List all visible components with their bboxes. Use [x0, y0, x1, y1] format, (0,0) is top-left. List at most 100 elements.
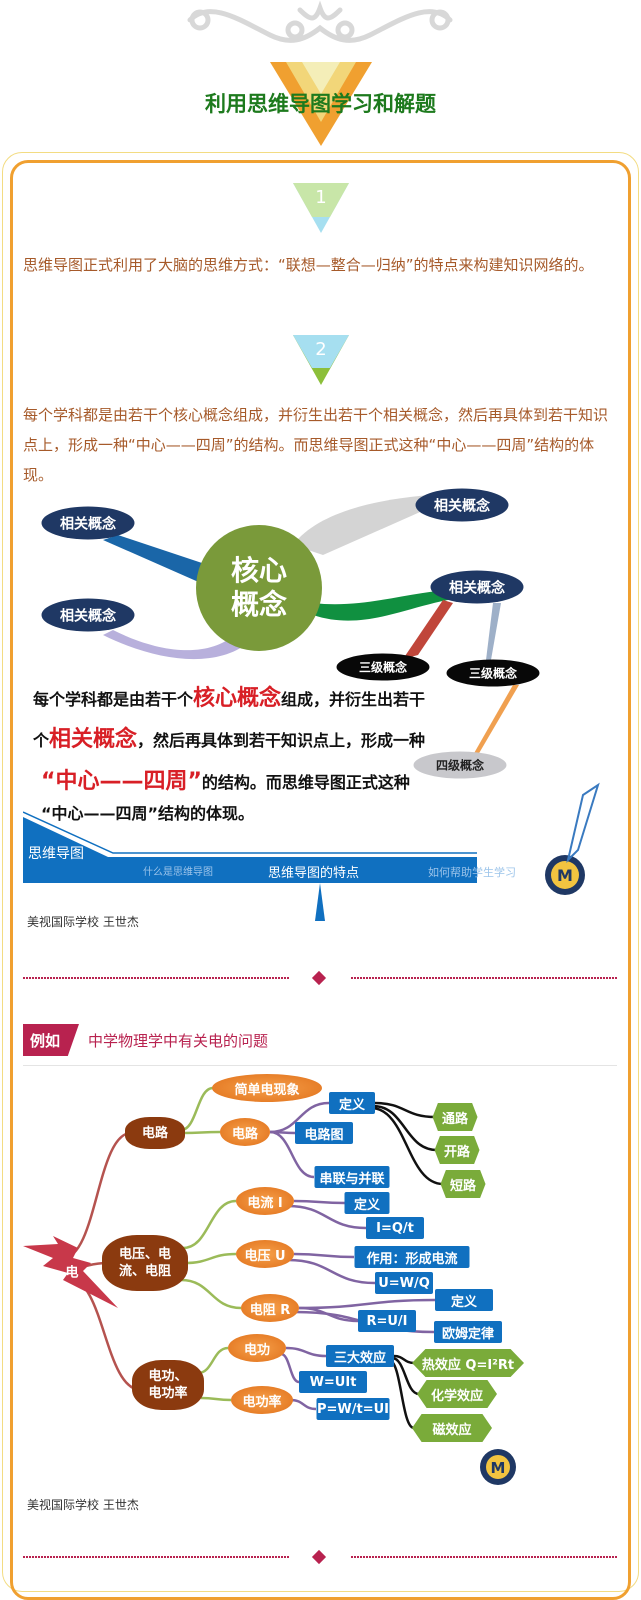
detail-box: 作用：形成电流	[354, 1246, 470, 1268]
connector-line	[200, 1396, 232, 1402]
connector-line	[372, 1104, 438, 1152]
core-label: 概念	[230, 588, 287, 621]
mindmap-core-concept-image: M 核心概念 相关概念 相关概念 相关概念 相关概念 三级概念 三级概念 四级概…	[23, 485, 617, 935]
image-caption: 美视国际学校 王世杰	[27, 1498, 139, 1512]
topic-cloud: 电功、电功率	[135, 1363, 201, 1407]
banner-tab-active: 思维导图的特点	[268, 866, 360, 881]
connector-line	[280, 1352, 300, 1384]
svg-text:M: M	[557, 866, 573, 885]
related-concept-node: 相关概念	[41, 506, 135, 540]
paragraph-1: 思维导图正式利用了大脑的思维方式：“联想—整合—归纳”的特点来构建知识网络的。	[23, 256, 594, 274]
detail-box: R=U/I	[358, 1310, 416, 1332]
section-divider	[23, 1549, 617, 1565]
banner-tab: 什么是思维导图	[143, 867, 213, 878]
connector-line	[374, 1101, 436, 1119]
detail-box: P=W/t=UI	[316, 1398, 390, 1420]
pen-icon	[566, 782, 600, 864]
detail-box: 定义	[329, 1092, 375, 1114]
connector-line	[287, 1204, 367, 1230]
step-2-badge: 2	[293, 335, 349, 385]
example-badge	[23, 1024, 79, 1056]
leaf-node: 短路	[440, 1170, 486, 1198]
topic-cloud: 电路	[128, 1120, 182, 1146]
connector-line	[180, 1086, 214, 1132]
connector-line	[180, 1278, 242, 1310]
image-caption: 美视国际学校 王世杰	[27, 915, 139, 929]
text: 每个学科都是由若干个	[33, 690, 194, 709]
connector-line	[293, 1199, 346, 1205]
banner-label: 思维导图	[28, 846, 84, 862]
root-node-electricity: 电	[65, 1265, 79, 1281]
level3-concept-node: 三级概念	[446, 659, 540, 687]
connector-line	[393, 1354, 415, 1365]
connector-line	[182, 1199, 237, 1250]
mindmap-electricity-image: M 电 电路 电压、电流、电阻 电功、电功率 简单电现象电路电流 I 电压 U 电阻…	[23, 1068, 617, 1518]
subtopic-node: 电阻 R	[241, 1294, 299, 1322]
related-concept-node: 相关概念	[415, 488, 509, 522]
mindmap-text-line: 每个学科都是由若干个核心概念组成，并衍生出若干	[33, 680, 425, 712]
text: 组成，并衍生出若干	[281, 690, 426, 709]
subtopic-node: 电流 I	[236, 1187, 294, 1215]
example-title: 中学物理学中有关电的问题	[88, 1032, 269, 1050]
text: ，然后再具体到若干知识点上，形成一种	[137, 731, 426, 750]
mindmap-text-line: “中心——四周”结构的体现。	[41, 804, 255, 823]
detail-box: 定义	[344, 1192, 390, 1214]
detail-box: U=W/Q	[375, 1272, 433, 1294]
connector-line	[290, 1398, 317, 1411]
text: 个	[33, 731, 50, 750]
subtopic-node: 电功率	[231, 1386, 293, 1414]
connector-line	[391, 1356, 420, 1396]
subtopic-node: 电功	[228, 1334, 286, 1362]
connector-line	[293, 1252, 355, 1259]
step-number: 2	[315, 339, 327, 360]
topic-cloud: 电压、电流、电阻	[105, 1238, 185, 1288]
detail-box: 串联与并联	[314, 1166, 390, 1188]
highlight: 相关概念	[49, 727, 138, 752]
leaf-node: 化学效应	[417, 1380, 497, 1408]
subtopic-node: 简单电现象	[212, 1074, 322, 1102]
page-title: 利用思维导图学习和解题	[205, 92, 436, 116]
connector-line	[197, 1346, 229, 1375]
connector-line	[62, 1131, 132, 1260]
example-badge-label: 例如	[30, 1032, 61, 1050]
mindmap-text-line: 个相关概念，然后再具体到若干知识点上，形成一种	[33, 721, 425, 753]
leaf-node: 通路	[432, 1103, 478, 1131]
leaf-node: 热效应 Q=I²Rt	[412, 1349, 524, 1377]
title-triangle-decoration	[270, 62, 372, 146]
level4-concept-node: 四级概念	[413, 751, 507, 779]
detail-box: 三大效应	[326, 1345, 394, 1367]
connector-line	[285, 1346, 327, 1358]
detail-box: I=Q/t	[366, 1217, 424, 1239]
detail-box: 欧姆定律	[434, 1321, 502, 1343]
connector-line	[182, 1130, 221, 1135]
connector-line	[388, 1358, 415, 1430]
connector-line	[269, 1101, 330, 1134]
leaf-node: 开路	[434, 1136, 480, 1164]
level3-concept-node: 三级概念	[336, 653, 430, 681]
related-concept-node: 相关概念	[430, 570, 524, 604]
mindmap-text-line: “中心——四周”的结构。而思维导图正式这种	[41, 763, 410, 795]
example-underline	[23, 1065, 617, 1066]
core-label: 核心	[230, 554, 287, 587]
step-1-badge: 1	[293, 183, 349, 233]
connector-line	[287, 1258, 376, 1285]
text: 的结构。而思维导图正式这种	[201, 773, 410, 792]
detail-box: 定义	[435, 1289, 493, 1311]
highlight: “中心——四周”	[41, 769, 202, 794]
step-number: 1	[315, 187, 327, 208]
lightning-icon	[23, 1236, 118, 1308]
highlight: 核心概念	[193, 686, 282, 711]
ornament-flourish	[187, 0, 453, 43]
leaf-node: 磁效应	[412, 1414, 492, 1442]
detail-box: 电路图	[295, 1122, 353, 1144]
svg-text:M: M	[491, 1459, 506, 1477]
connector-line	[370, 1106, 444, 1186]
subtopic-node: 电压 U	[236, 1240, 294, 1268]
connector-line	[184, 1252, 237, 1265]
core-concept-node: 核心概念	[196, 525, 322, 651]
paragraph-2: 每个学科都是由若干个核心概念组成，并衍生出若干个相关概念，然后再具体到若干知识点…	[23, 406, 609, 484]
banner-tab: 如何帮助学生学习	[428, 866, 516, 879]
section-divider	[23, 970, 617, 986]
detail-box: W=UIt	[299, 1371, 367, 1393]
subtopic-node: 电路	[220, 1118, 270, 1146]
